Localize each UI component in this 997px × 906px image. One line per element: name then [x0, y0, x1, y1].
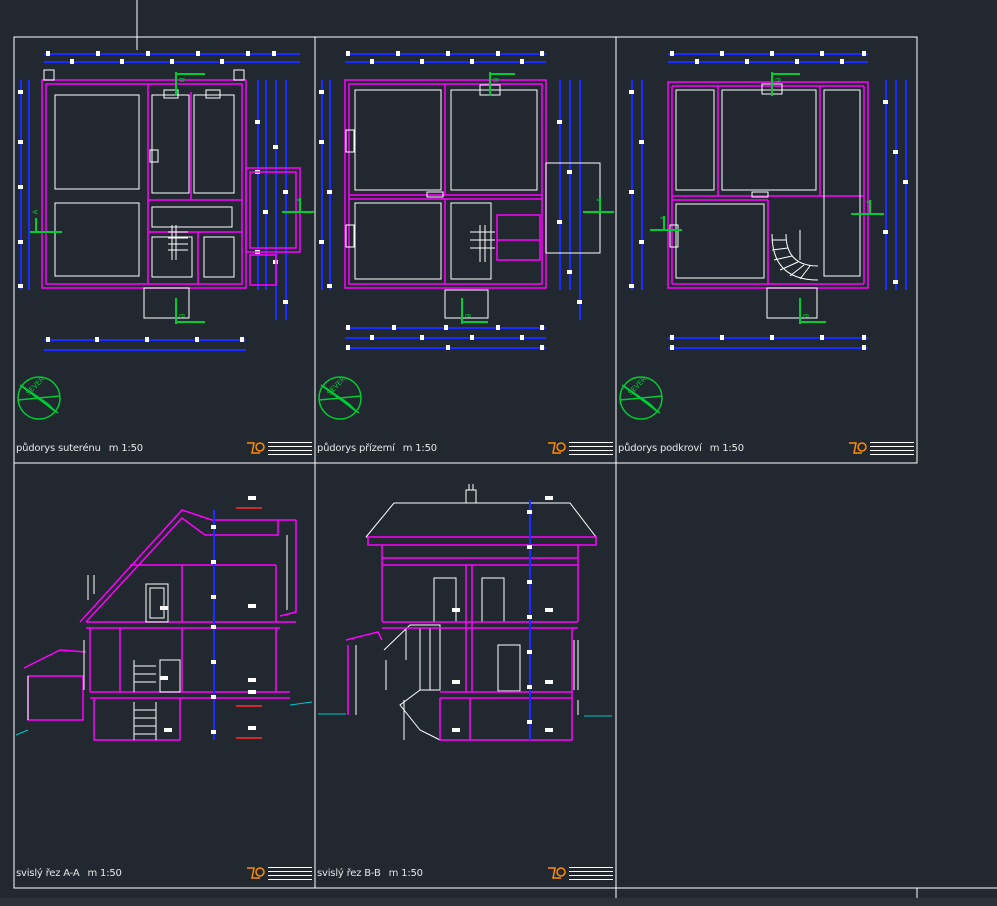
frame-plan-attic: [615, 36, 918, 464]
section-mark-a: A: [865, 199, 874, 205]
section-mark-b: B: [773, 77, 782, 83]
sheet-title-plan-ground: půdorys přízemí m 1:50: [317, 443, 437, 454]
title-text: půdorys přízemí: [317, 443, 395, 454]
sheet-title-section-aa: svislý řez A-A m 1:50: [16, 868, 122, 879]
dimension-lines: [20, 53, 300, 351]
section-mark-b: B: [177, 313, 186, 319]
stamp-logo-icon: [247, 867, 265, 879]
plan-attic-drawing[interactable]: [619, 51, 908, 420]
section-aa-drawing[interactable]: [15, 496, 313, 741]
stamp-logo-icon: [849, 442, 867, 454]
section-mark-a: A: [659, 215, 668, 221]
section-bb-drawing[interactable]: [318, 484, 612, 741]
title-stamp: [547, 441, 613, 455]
title-text: svislý řez A-A: [16, 868, 80, 879]
section-mark-a: A: [31, 209, 40, 215]
status-bar: [0, 898, 997, 906]
title-stamp: [246, 441, 312, 455]
section-mark-a: A: [595, 197, 604, 203]
scale-text: m 1:50: [87, 868, 122, 879]
section-mark-b: B: [177, 77, 186, 83]
north-arrow-icon: [619, 376, 663, 420]
title-stamp: [848, 441, 914, 455]
sheet-title-section-bb: svislý řez B-B m 1:50: [317, 868, 423, 879]
section-mark-b: B: [801, 313, 810, 319]
section-mark-b: B: [463, 313, 472, 319]
scale-text: m 1:50: [402, 443, 437, 454]
title-text: svislý řez B-B: [317, 868, 381, 879]
section-mark-b: B: [491, 77, 500, 83]
title-stamp: [246, 866, 312, 880]
sheet-frames: [13, 36, 997, 906]
stamp-logo-icon: [548, 442, 566, 454]
scale-text: m 1:50: [388, 868, 423, 879]
title-text: půdorys suterénu: [16, 443, 101, 454]
plan-ground-drawing[interactable]: [318, 51, 614, 420]
scale-text: m 1:50: [709, 443, 744, 454]
north-arrow-icon: [318, 376, 362, 420]
frame-plan-basement: [13, 36, 316, 464]
section-mark-a: A: [295, 197, 304, 203]
sheet-title-plan-basement: půdorys suterénu m 1:50: [16, 443, 143, 454]
sheet-title-plan-attic: půdorys podkroví m 1:50: [618, 443, 744, 454]
stamp-logo-icon: [247, 442, 265, 454]
plan-basement-drawing[interactable]: [17, 51, 314, 420]
title-stamp: [547, 866, 613, 880]
stamp-logo-icon: [548, 867, 566, 879]
scale-text: m 1:50: [108, 443, 143, 454]
north-arrow-icon: [17, 376, 61, 420]
title-text: půdorys podkroví: [618, 443, 702, 454]
